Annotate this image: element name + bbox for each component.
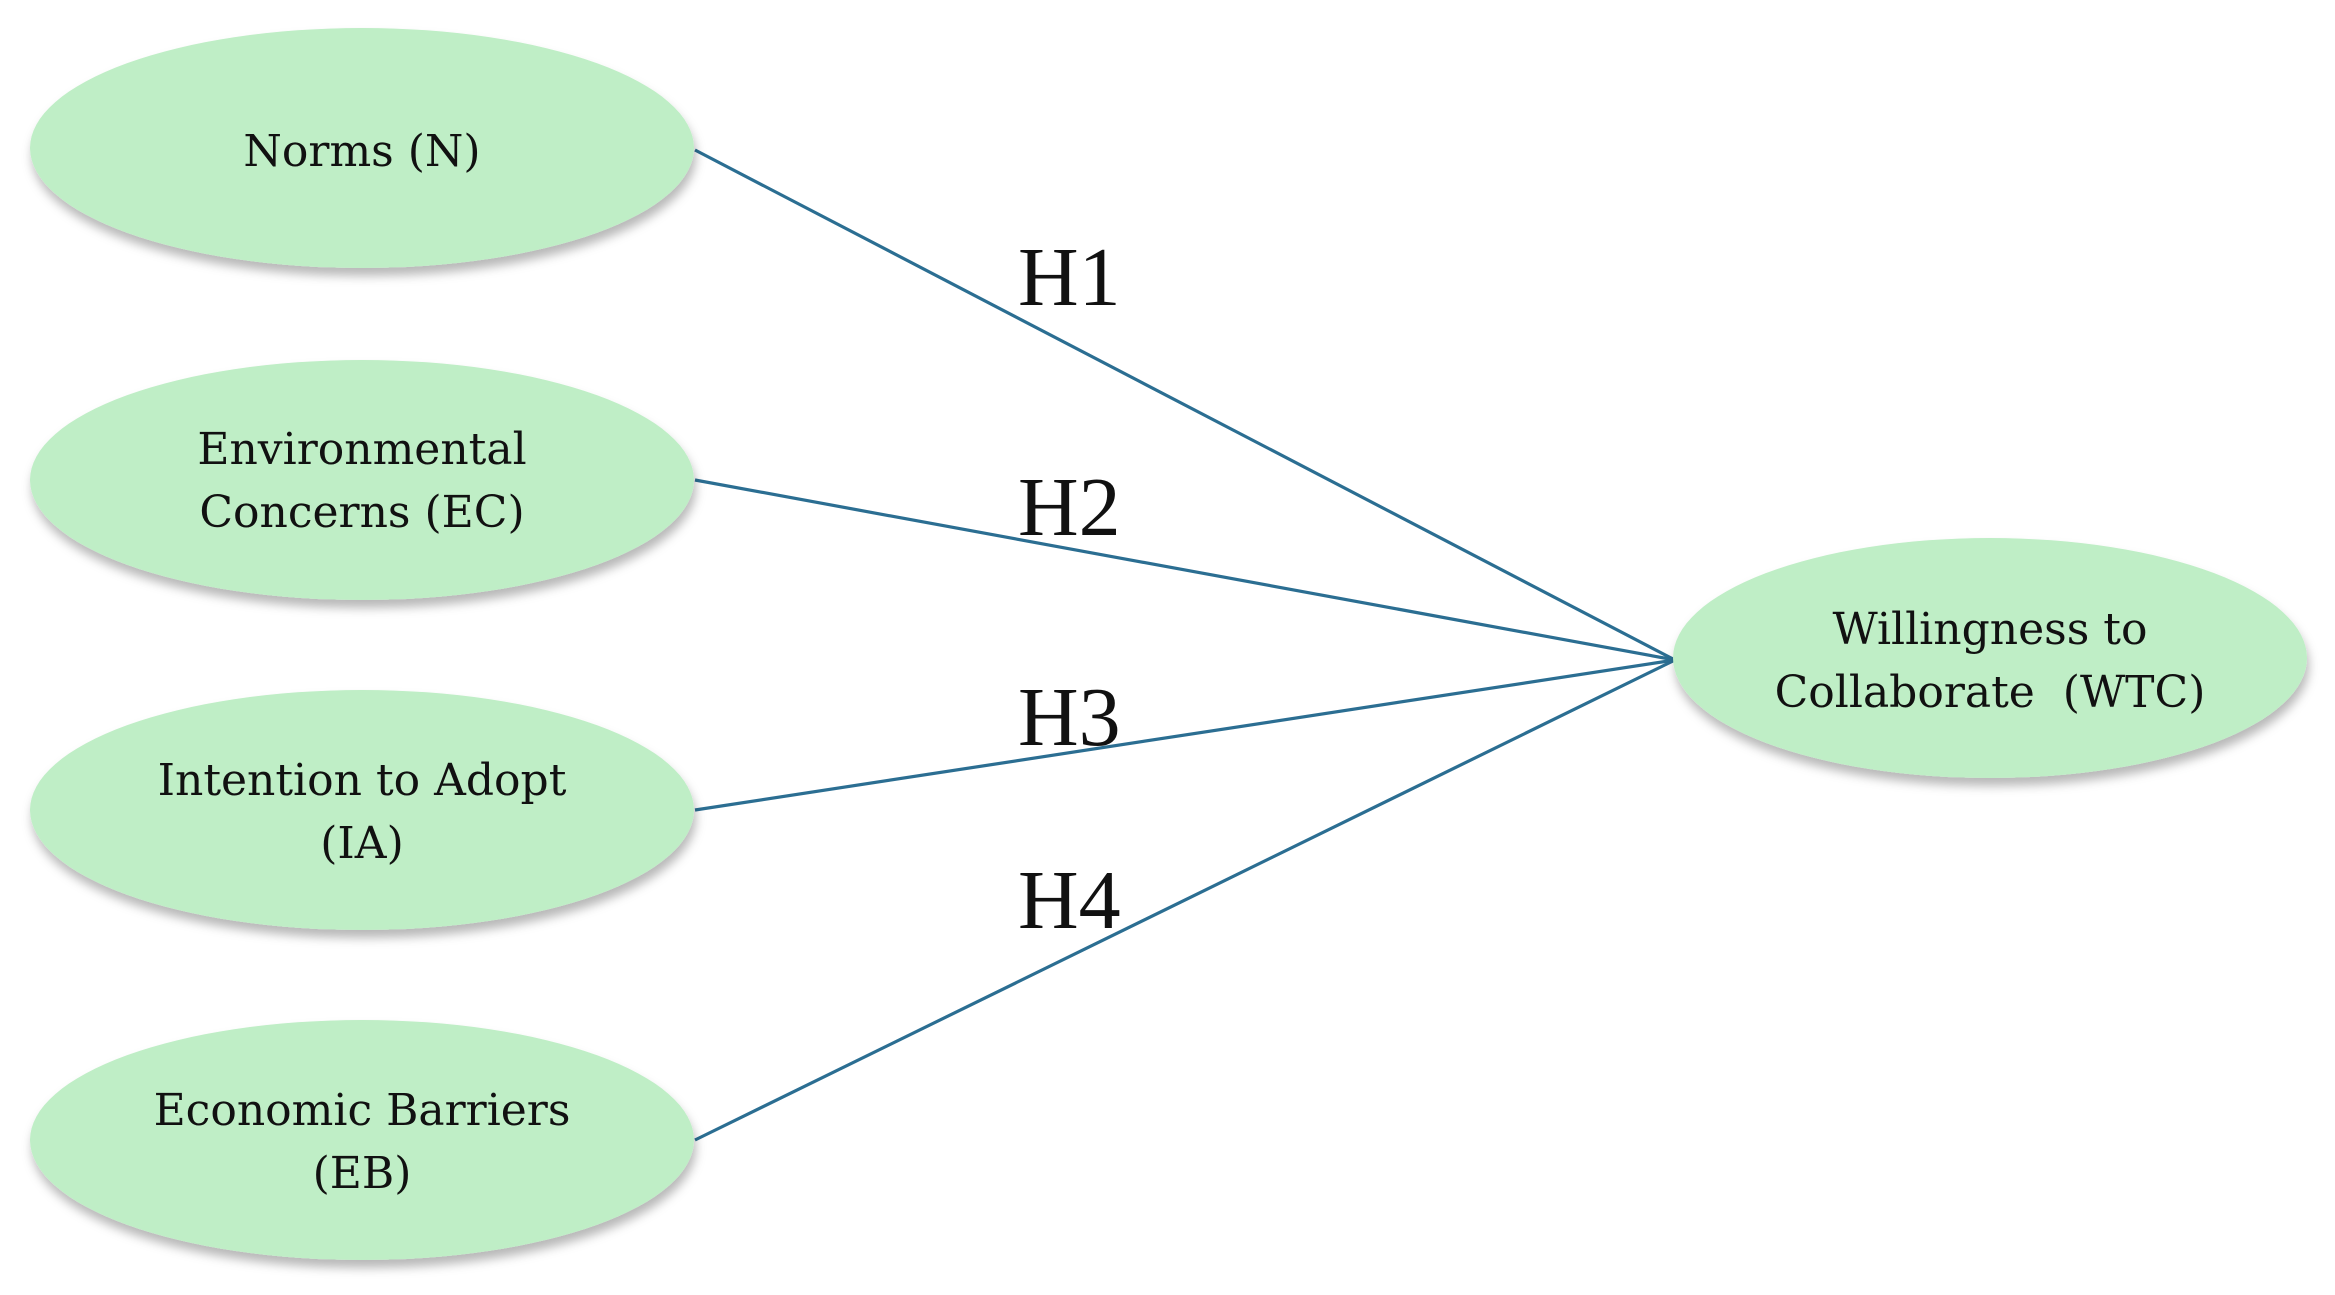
node-willingness-to-collaborate-label-line1: Willingness to <box>1833 604 2148 655</box>
edge-h1-line <box>694 148 1676 662</box>
node-norms: Norms (N) <box>30 28 694 268</box>
node-environmental-concerns-label-line1: Environmental <box>197 424 526 475</box>
node-willingness-to-collaborate-ellipse <box>1673 538 2307 778</box>
node-willingness-to-collaborate: Willingness to Collaborate (WTC) <box>1673 538 2307 778</box>
node-economic-barriers-label-line1: Economic Barriers <box>154 1085 571 1136</box>
node-norms-ellipse <box>30 28 694 268</box>
edge-h3-line <box>694 658 1676 812</box>
edge-h4-label: H4 <box>1018 854 1121 947</box>
edges-layer <box>694 148 1676 1142</box>
node-economic-barriers: Economic Barriers (EB) <box>30 1020 694 1260</box>
node-economic-barriers-label-line2: (EB) <box>313 1148 412 1199</box>
node-willingness-to-collaborate-label-line2: Collaborate (WTC) <box>1775 667 2206 718</box>
node-economic-barriers-ellipse <box>30 1020 694 1260</box>
node-norms-label: Norms (N) <box>243 126 480 177</box>
edge-h2-label: H2 <box>1018 461 1121 554</box>
edge-h2-line <box>694 478 1676 662</box>
node-intention-to-adopt: Intention to Adopt (IA) <box>30 690 694 930</box>
node-intention-to-adopt-ellipse <box>30 690 694 930</box>
edge-h4-line <box>694 658 1676 1142</box>
edge-h1-label: H1 <box>1018 231 1121 324</box>
node-environmental-concerns: Environmental Concerns (EC) <box>30 360 694 600</box>
edge-h3-label: H3 <box>1018 671 1121 764</box>
node-intention-to-adopt-label-line2: (IA) <box>320 818 404 869</box>
node-environmental-concerns-label-line2: Concerns (EC) <box>199 487 524 538</box>
node-intention-to-adopt-label-line1: Intention to Adopt <box>158 755 567 806</box>
node-environmental-concerns-ellipse <box>30 360 694 600</box>
edge-labels-layer: H1 H2 H3 H4 <box>1018 231 1121 947</box>
